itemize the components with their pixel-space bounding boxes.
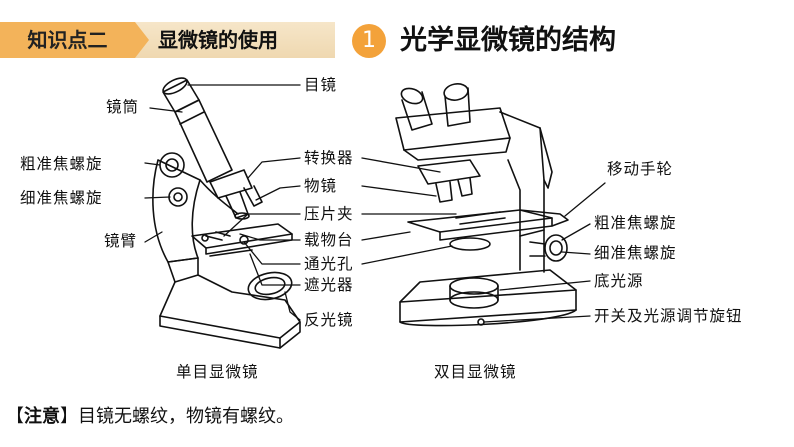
leader-lines [144,84,606,323]
binocular-microscope-drawing [395,83,577,327]
section-banner: 知识点二 显微镜的使用 [0,22,335,58]
label-nosepiece: 转换器 [304,149,354,167]
label-arm: 镜臂 [104,232,138,250]
label-fine-focus-left: 细准焦螺旋 [20,189,103,207]
label-aperture: 通光孔 [304,255,354,273]
label-stage: 载物台 [304,231,354,249]
note-text: 目镜无螺纹，物镜有螺纹。 [78,406,294,427]
item-title: 光学显微镜的结构 [400,25,616,56]
label-moving-handwheel: 移动手轮 [607,160,674,178]
note-keyword: 注意 [24,406,60,427]
label-bottom-light: 底光源 [594,272,644,290]
label-diaphragm: 遮光器 [304,276,354,294]
note-bracket-open: 【 [6,406,24,427]
note: 【注意】目镜无螺纹，物镜有螺纹。 [6,402,294,428]
caption-monocular: 单目显微镜 [176,363,259,381]
section-tag: 知识点二 [0,22,149,58]
monocular-microscope-drawing [152,77,301,349]
label-coarse-focus-right: 粗准焦螺旋 [594,214,677,232]
label-mirror: 反光镜 [304,311,354,329]
section-topic: 显微镜的使用 [158,28,278,52]
caption-binocular: 双目显微镜 [434,363,517,381]
label-objective: 物镜 [304,177,338,195]
item-number-badge: 1 [352,24,386,58]
label-tube: 镜筒 [106,98,140,116]
note-bracket-close: 】 [60,406,78,427]
label-stage-clip: 压片夹 [304,205,354,223]
label-fine-focus-right: 细准焦螺旋 [594,244,677,262]
label-eyepiece: 目镜 [304,76,338,94]
label-switch-knob: 开关及光源调节旋钮 [594,307,743,325]
label-coarse-focus-left: 粗准焦螺旋 [20,155,103,173]
